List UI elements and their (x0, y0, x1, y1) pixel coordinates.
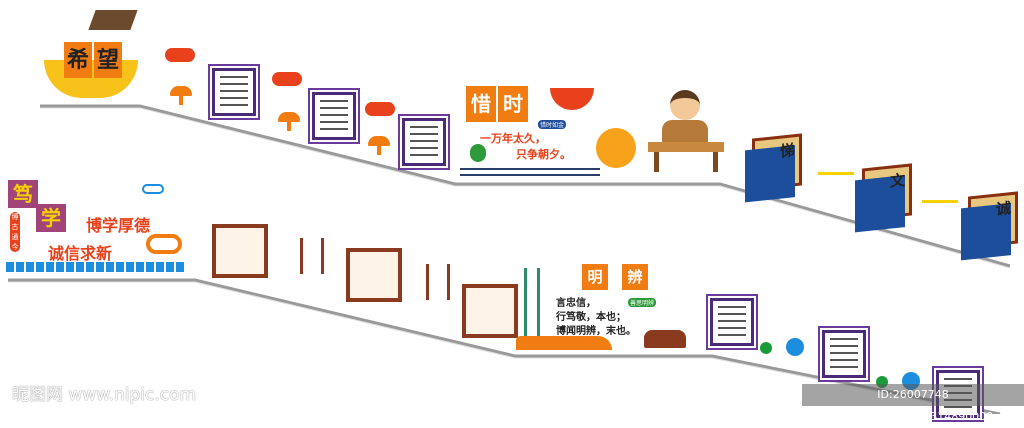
cloud-icon (272, 72, 302, 86)
poem-line: 只争朝夕。 (516, 148, 571, 161)
hope-logo: 希 望 (42, 10, 142, 100)
book-page-right: 望 (94, 42, 122, 78)
swirl-icon (922, 200, 958, 203)
vertical-badge: 博古通今 (10, 212, 20, 252)
leaf-icon (470, 144, 486, 162)
title-char: 笃 (8, 180, 38, 208)
discern-panel: 明 辨 善思明辨 言忠信， 行笃敬，本也； 博闻明辨，末也。 (516, 262, 696, 358)
mountain-shape (516, 336, 612, 350)
virtue-scroll: 文 (855, 163, 912, 233)
sun-icon (550, 88, 594, 110)
title-char: 时 (498, 86, 528, 122)
student-books-icon (596, 128, 636, 168)
cloud-icon (142, 184, 164, 194)
badge: 善思明辨 (628, 298, 657, 307)
dot-green (760, 342, 772, 354)
notice-frame (212, 224, 268, 278)
cloud-icon (165, 48, 195, 62)
chariot-icon (644, 330, 686, 348)
dot-blue (786, 338, 804, 356)
virtue-scroll: 诚 (961, 191, 1018, 261)
site-watermark: 昵图网 www.nipic.com (12, 385, 197, 405)
stair-outline (8, 104, 1011, 414)
notice-frame (822, 330, 866, 378)
virtue-scroll: 悌 (745, 133, 802, 203)
quote-line: 言忠信， (556, 298, 596, 309)
motto-line: 诚信求新 (48, 244, 113, 263)
notice-frame (402, 118, 446, 166)
notice-frame (312, 92, 356, 140)
id-watermark: ID:26007748 NO:20171115163314890000 (802, 384, 1024, 423)
mushroom-icon (170, 86, 192, 106)
lattice-icon (426, 264, 450, 300)
title-char: 惜 (466, 86, 496, 122)
stripes (460, 168, 600, 176)
motto-line: 博学厚德 (86, 216, 151, 235)
cloud-icon (365, 102, 395, 116)
quote-line: 博闻明辨，末也。 (556, 326, 636, 337)
notice-frame (212, 68, 256, 116)
notice-frame (346, 248, 402, 302)
cherish-time-panel: 惜 时 惜时如金 一万年太久， 只争朝夕。 (460, 82, 640, 182)
open-book-icon (146, 234, 182, 254)
reading-child-illustration (648, 84, 724, 180)
notice-frame (710, 298, 754, 346)
study-panel: 笃 学 博古通今 博学厚德 诚信求新 (6, 178, 186, 278)
title-char: 学 (36, 204, 66, 232)
book-page-left: 希 (64, 42, 92, 78)
fret-border (6, 262, 184, 272)
swirl-icon (818, 172, 854, 175)
lattice-icon (300, 238, 324, 274)
mushroom-icon (278, 112, 300, 132)
title-char: 辨 (622, 264, 648, 290)
badge: 惜时如金 (538, 120, 567, 129)
bamboo-icon (524, 268, 540, 338)
poem-line: 一万年太久， (480, 132, 546, 145)
notice-frame (462, 284, 518, 338)
title-char: 明 (582, 264, 608, 290)
mushroom-icon (368, 136, 390, 156)
quote-line: 行笃敬，本也； (556, 312, 626, 323)
graduation-cap-icon (88, 10, 138, 30)
